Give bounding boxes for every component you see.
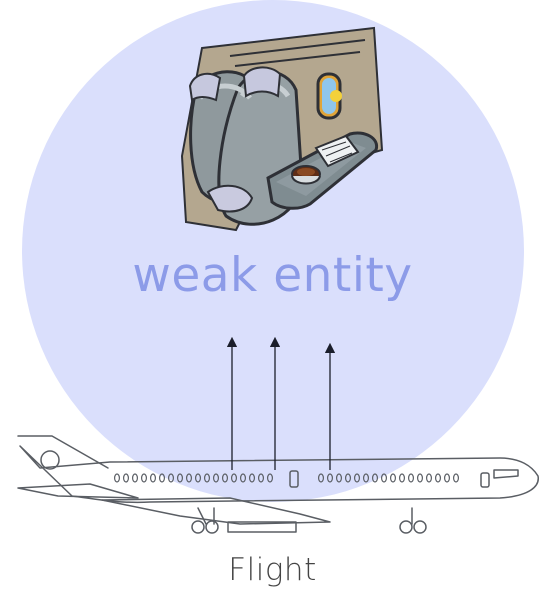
weak-entity-label: weak entity — [0, 248, 545, 303]
airplane-icon — [0, 330, 545, 540]
flight-entity-label: Flight — [0, 552, 545, 588]
airplane-seat-icon — [160, 26, 386, 244]
